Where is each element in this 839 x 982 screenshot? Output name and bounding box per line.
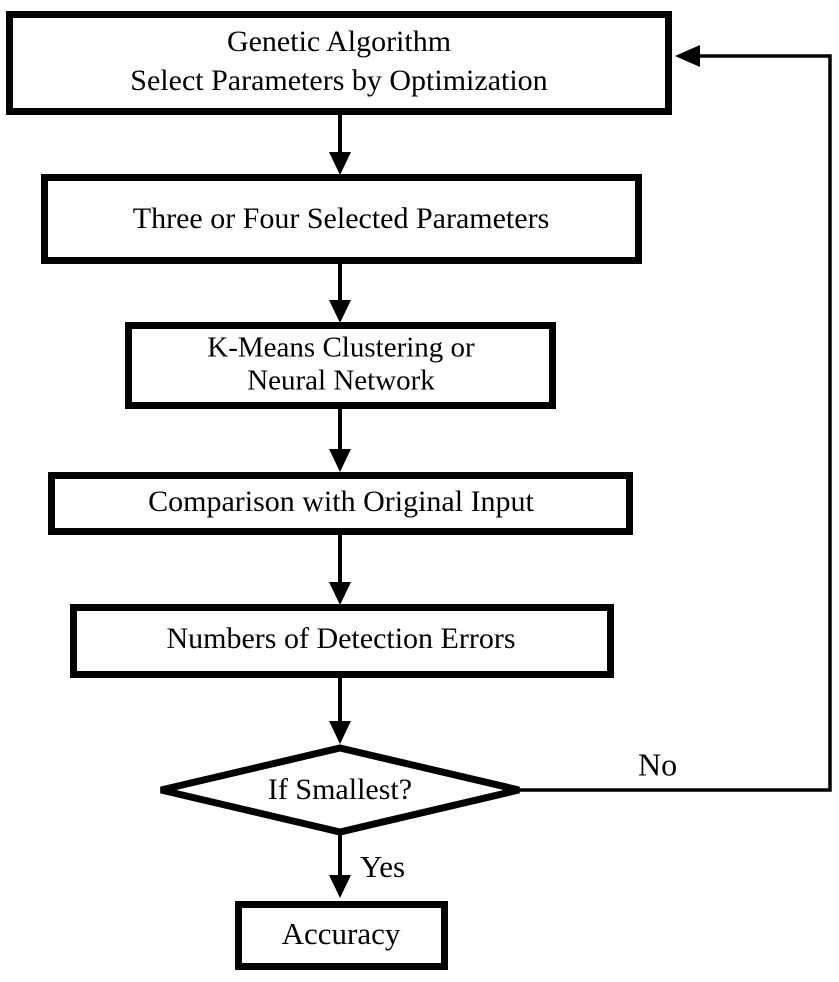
connector-no-feedback-loop xyxy=(519,45,832,792)
connector-clustering-method-to-comparison xyxy=(329,406,351,472)
node-clustering-method-line1: K-Means Clustering or xyxy=(207,332,475,364)
node-selected-parameters[interactable]: Three or Four Selected Parameters xyxy=(41,174,642,264)
arrow-head-left-icon xyxy=(675,45,700,67)
node-comparison-line1: Comparison with Original Input xyxy=(148,485,534,518)
connector-comparison-to-detection-errors xyxy=(329,532,351,605)
node-genetic-algorithm[interactable]: Genetic Algorithm Select Parameters by O… xyxy=(6,11,672,115)
node-detection-errors-shape xyxy=(70,604,614,678)
connector-selected-parameters-to-clustering-method xyxy=(329,261,351,323)
node-clustering-method-line2: Neural Network xyxy=(247,365,435,397)
node-genetic-algorithm-line2: Select Parameters by Optimization xyxy=(130,64,547,97)
edge-label-no: No xyxy=(638,746,677,782)
arrow-head-down-icon xyxy=(329,300,351,323)
node-detection-errors-line1: Numbers of Detection Errors xyxy=(166,622,515,655)
node-accuracy[interactable]: Accuracy xyxy=(235,901,448,970)
arrow-head-down-icon xyxy=(329,721,351,744)
node-selected-parameters-line1: Three or Four Selected Parameters xyxy=(133,202,550,235)
node-accuracy-line1: Accuracy xyxy=(282,916,401,951)
node-clustering-method[interactable]: K-Means Clustering or Neural Network xyxy=(125,322,556,409)
connector-genetic-algorithm-to-selected-parameters xyxy=(329,112,351,175)
arrow-head-down-icon xyxy=(329,875,351,898)
node-if-smallest[interactable]: If Smallest? xyxy=(160,744,520,836)
arrow-head-down-icon xyxy=(329,152,351,175)
node-clustering-method-shape xyxy=(125,322,556,409)
connector-yes-to-accuracy xyxy=(329,832,351,898)
arrow-head-down-icon xyxy=(329,582,351,605)
node-selected-parameters-shape xyxy=(41,174,642,264)
node-genetic-algorithm-line1: Genetic Algorithm xyxy=(227,25,451,58)
node-comparison-shape xyxy=(48,472,633,535)
node-accuracy-shape xyxy=(235,901,448,970)
edge-label-yes: Yes xyxy=(360,849,405,884)
arrow-head-down-icon xyxy=(329,449,351,472)
node-detection-errors[interactable]: Numbers of Detection Errors xyxy=(70,604,614,678)
connector-detection-errors-to-if-smallest xyxy=(329,675,351,744)
connector-line xyxy=(519,54,832,792)
node-comparison[interactable]: Comparison with Original Input xyxy=(48,472,633,535)
node-if-smallest-line1: If Smallest? xyxy=(268,773,412,806)
node-genetic-algorithm-shape xyxy=(6,11,672,115)
